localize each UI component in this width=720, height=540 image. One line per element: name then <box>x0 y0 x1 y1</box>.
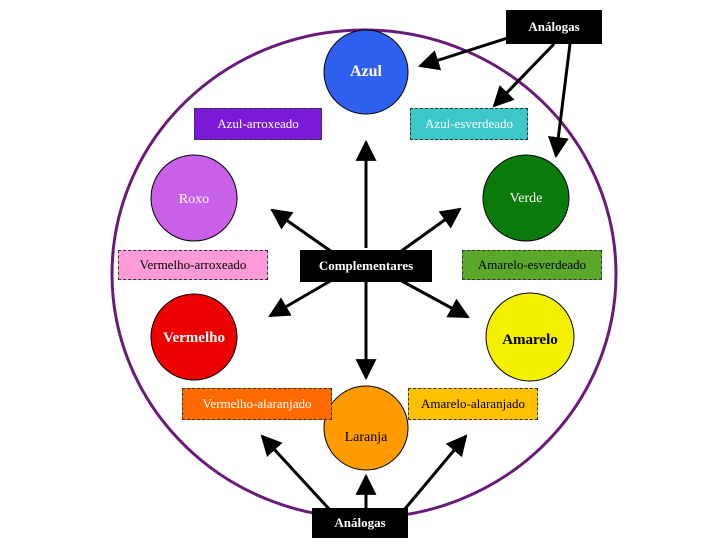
label-amarelo-esverdeado: Amarelo-esverdeado <box>462 250 602 280</box>
arrow-bottom-to-vermelho-alaranjado <box>260 434 332 512</box>
arrow-to-verde <box>399 207 462 254</box>
circle-verde <box>482 154 570 242</box>
circle-vermelho <box>150 293 238 381</box>
circle-roxo <box>150 154 238 242</box>
analogous-bottom-arrows <box>260 434 468 512</box>
label-amarelo-alaranjado: Amarelo-alaranjado <box>408 388 538 420</box>
label-azul-esverdeado: Azul-esverdeado <box>410 108 528 140</box>
circle-label-roxo: Roxo <box>178 192 210 207</box>
label-vermelho-arroxeado: Vermelho-arroxeado <box>118 250 268 280</box>
circle-amarelo <box>485 292 575 382</box>
label-azul-arroxeado: Azul-arroxeado <box>194 108 322 140</box>
circle-label-laranja: Laranja <box>344 430 388 445</box>
arrow-top-to-azul-esverdeado <box>492 42 556 108</box>
label-vermelho-alaranjado: Vermelho-alaranjado <box>182 388 332 420</box>
circle-laranja <box>323 385 409 471</box>
arrow-bottom-to-amarelo-alaranjado <box>402 434 468 511</box>
analogas-bottom-box: Análogas <box>312 508 408 538</box>
arrow-top-to-azul <box>417 34 515 71</box>
circle-azul <box>323 29 409 115</box>
circle-label-amarelo: Amarelo <box>502 331 558 348</box>
arrow-to-roxo <box>270 208 333 254</box>
arrow-to-amarelo <box>399 278 470 319</box>
arrow-to-vermelho <box>268 278 333 318</box>
circle-label-vermelho: Vermelho <box>163 329 225 346</box>
complementary-arrows <box>268 139 470 381</box>
circle-label-verde: Verde <box>509 191 543 206</box>
complementares-box: Complementares <box>300 250 432 282</box>
arrow-top-to-verde <box>547 43 572 159</box>
analogous-top-arrows <box>417 34 572 159</box>
circle-label-azul: Azul <box>350 63 382 80</box>
analogas-top-box: Análogas <box>506 10 602 44</box>
